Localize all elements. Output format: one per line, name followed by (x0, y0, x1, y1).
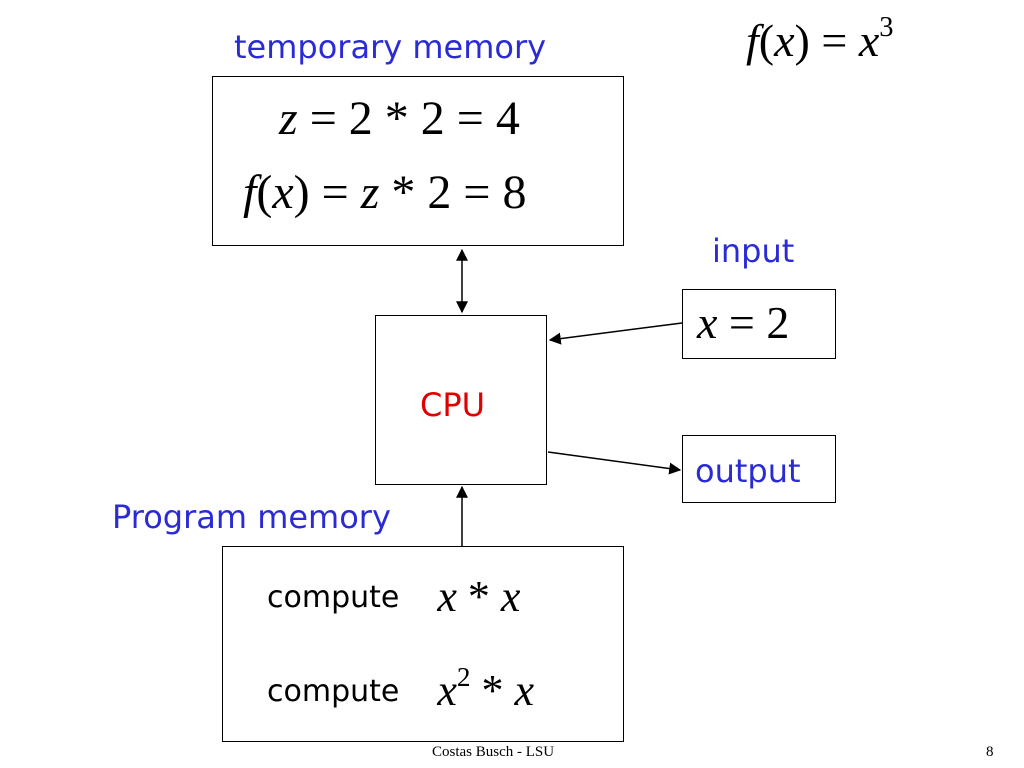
temp-var-z: z (279, 92, 298, 145)
cpu-label: CPU (420, 386, 486, 424)
cpu-box: CPU (375, 315, 547, 485)
program-line-1-cmd: compute (267, 580, 400, 615)
program-line-2-base: x (437, 666, 457, 715)
temp-x: x (272, 166, 294, 219)
formula-exponent: 3 (879, 12, 894, 44)
temporary-memory-label: temporary memory (234, 28, 547, 66)
program-line-1-b: x (500, 572, 521, 621)
program-line-2-op: * (470, 666, 515, 715)
program-line-2: compute x2 * x (267, 662, 535, 716)
program-line-2-exp: 2 (456, 661, 471, 692)
program-memory-box: compute x * x compute x2 * x (222, 546, 624, 742)
formula-x: x (774, 15, 795, 66)
page-number: 8 (986, 744, 994, 760)
program-line-2-b: x (514, 666, 535, 715)
formula-f: f (746, 15, 759, 66)
input-rest: = 2 (717, 297, 790, 348)
program-line-1-op: * (456, 572, 501, 621)
temp-f: f (243, 166, 257, 219)
input-box: x = 2 (682, 289, 836, 359)
formula-equals: = (821, 15, 848, 66)
temp-memory-line-2: f(x) = z * 2 = 8 (243, 166, 527, 219)
temp-z: z (360, 166, 380, 219)
function-formula: f(x) = x3 (746, 12, 894, 66)
program-line-1-expr: x * x (437, 572, 520, 621)
program-line-1: compute x * x (267, 571, 520, 622)
input-to-cpu-arrow (548, 322, 683, 345)
temporary-memory-box: z = 2 * 2 = 4 f(x) = z * 2 = 8 (212, 76, 624, 246)
temp-eq: = (309, 166, 361, 219)
cpu-to-output-arrow (547, 451, 682, 475)
input-var-x: x (697, 297, 718, 348)
temp-line-1-rest: = 2 * 2 = 4 (297, 92, 520, 145)
footer-credit: Costas Busch - LSU (432, 744, 555, 760)
program-line-2-cmd: compute (267, 674, 400, 709)
program-line-2-expr: x2 * x (437, 662, 535, 715)
program-line-1-a: x (437, 572, 457, 621)
temp-memory-line-1: z = 2 * 2 = 4 (279, 91, 520, 146)
output-box: output (682, 435, 836, 503)
formula-base: x (858, 15, 880, 66)
output-label: output (695, 452, 801, 490)
input-value: x = 2 (697, 296, 789, 349)
input-label: input (712, 232, 795, 270)
program-memory-label: Program memory (112, 498, 391, 536)
temp-line-2-rest: * 2 = 8 (379, 166, 527, 219)
